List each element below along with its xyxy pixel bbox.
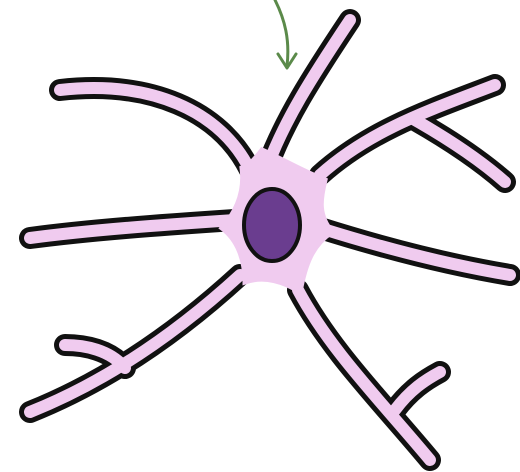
nucleus-icon <box>244 189 300 261</box>
arrow-icon <box>275 0 296 68</box>
